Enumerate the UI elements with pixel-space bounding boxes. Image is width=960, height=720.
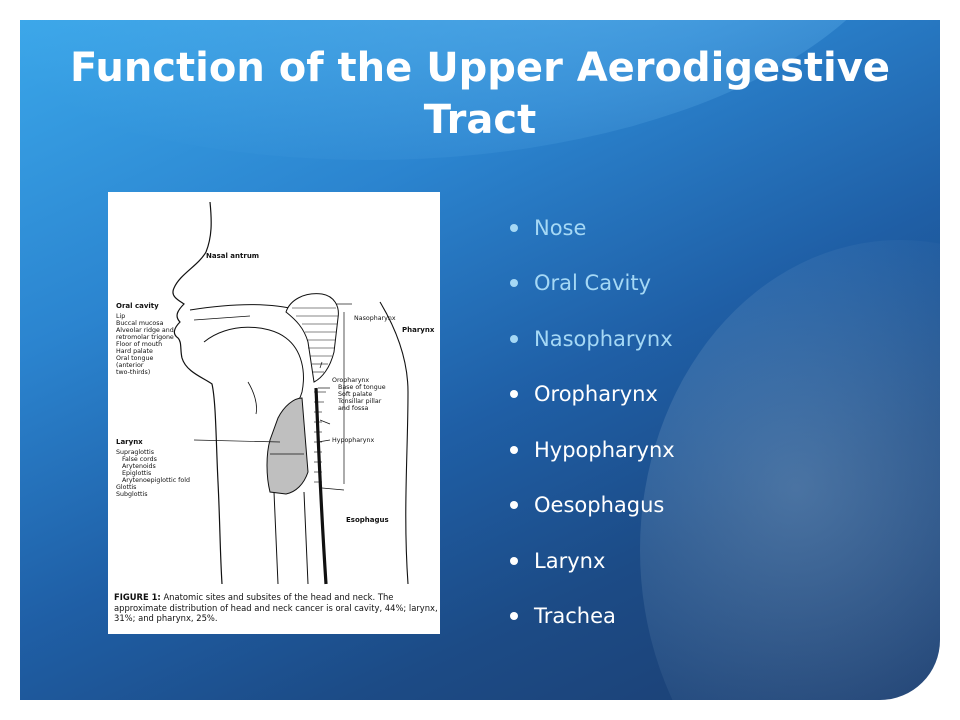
label-larynx-sub-1: False cords — [122, 456, 157, 463]
label-esophagus: Esophagus — [346, 516, 389, 524]
label-larynx: Larynx — [116, 438, 143, 446]
bullet-dot-icon — [510, 556, 518, 565]
slide-title: Function of the Upper Aerodigestive Trac… — [70, 45, 890, 143]
bullet-item: Nasopharynx — [508, 311, 868, 367]
bullet-item: Oral Cavity — [508, 256, 868, 312]
bullet-item: Oesophagus — [508, 478, 868, 534]
bullet-label: Nasopharynx — [534, 326, 673, 351]
caption-head: FIGURE 1: — [114, 592, 161, 602]
bullet-label: Hypopharynx — [534, 437, 675, 462]
label-nasal-antrum: Nasal antrum — [206, 252, 259, 260]
bullet-item: Trachea — [508, 589, 868, 645]
label-larynx-sub-0: Supraglottis — [116, 449, 154, 456]
label-oropharynx: Oropharynx — [332, 377, 369, 384]
label-oro-sub-0: Base of tongue — [338, 384, 386, 391]
label-oro-sub-2: Tonsillar pillar — [337, 398, 382, 405]
label-larynx-sub-3: Epiglottis — [122, 470, 151, 477]
anatomy-figure: Nasal antrum Oral cavity Lip Buccal muco… — [108, 192, 440, 634]
larynx-region — [266, 397, 309, 495]
label-larynx-sub-2: Arytenoids — [122, 463, 156, 470]
neck-back — [379, 301, 409, 585]
leader-lines — [193, 303, 352, 491]
label-oral-cavity: Oral cavity — [116, 302, 159, 310]
bullet-label: Larynx — [534, 548, 606, 573]
face-profile — [172, 201, 223, 585]
bullet-label: Oral Cavity — [534, 271, 651, 296]
label-oral-sub-2: Alveolar ridge and — [116, 327, 174, 334]
bullet-item: Nose — [508, 200, 868, 256]
bullet-item: Larynx — [508, 533, 868, 589]
bullet-dot-icon — [510, 279, 518, 288]
anatomy-diagram: Nasal antrum Oral cavity Lip Buccal muco… — [116, 201, 435, 585]
bullet-list: Nose Oral Cavity Nasopharynx Oropharynx … — [508, 200, 868, 644]
caption-body: Anatomic sites and subsites of the head … — [114, 592, 438, 623]
bullet-dot-icon — [510, 501, 518, 510]
bullet-dot-icon — [510, 334, 518, 343]
bullet-dot-icon — [510, 445, 518, 454]
label-oral-sub-4: Floor of mouth — [116, 341, 162, 348]
slide-background: Function of the Upper Aerodigestive Trac… — [20, 20, 940, 700]
bullet-item: Oropharynx — [508, 367, 868, 423]
esophagus-line — [314, 387, 328, 585]
bullet-label: Nose — [534, 215, 587, 240]
label-hypopharynx: Hypopharynx — [332, 437, 374, 444]
label-oral-sub-0: Lip — [116, 313, 125, 320]
label-oro-sub-3: and fossa — [338, 405, 368, 412]
label-oral-sub-1: Buccal mucosa — [116, 320, 164, 327]
bullet-dot-icon — [510, 390, 518, 399]
trachea-walls — [273, 491, 309, 585]
label-oral-sub-6: Oral tongue — [116, 355, 153, 362]
label-pharynx: Pharynx — [402, 326, 435, 334]
figure-caption: FIGURE 1: Anatomic sites and subsites of… — [114, 592, 438, 624]
bullet-label: Oropharynx — [534, 382, 658, 407]
bullet-dot-icon — [510, 223, 518, 232]
label-larynx-sub-5: Glottis — [116, 484, 136, 491]
label-oral-sub-7: (anterior — [116, 362, 144, 369]
label-oro-sub-1: Soft palate — [338, 391, 372, 398]
bullet-label: Oesophagus — [534, 493, 665, 518]
nasopharynx-region — [285, 293, 339, 383]
label-oral-sub-5: Hard palate — [116, 348, 153, 355]
label-nasopharynx: Nasopharynx — [354, 315, 396, 322]
label-larynx-sub-6: Subglottis — [116, 491, 148, 498]
label-larynx-sub-4: Arytenoepiglottic fold — [122, 477, 190, 484]
label-oral-sub-3: retromolar trigone — [116, 334, 174, 341]
bullet-item: Hypopharynx — [508, 422, 868, 478]
bullet-label: Trachea — [534, 604, 616, 629]
label-oral-sub-8: two-thirds) — [116, 369, 150, 376]
bullet-dot-icon — [510, 612, 518, 621]
